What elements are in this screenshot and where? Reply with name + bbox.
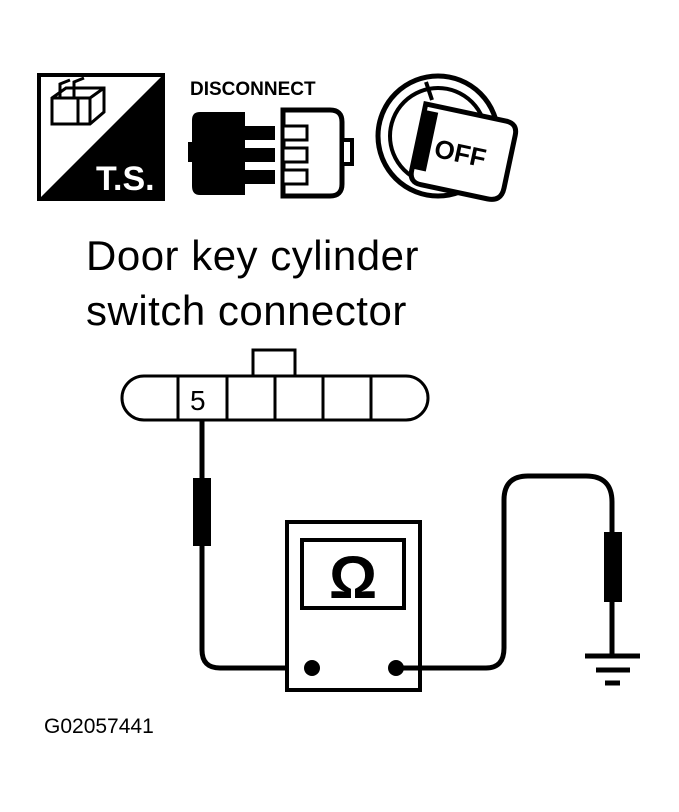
ground-icon — [585, 653, 640, 686]
connector-title-line-1: Door key cylinder — [86, 232, 419, 279]
disconnect-label: DISCONNECT — [190, 79, 316, 100]
left-test-lead — [193, 420, 312, 671]
test-symbol-icon: T.S. — [37, 73, 165, 201]
connector-glyph-icon — [50, 76, 106, 126]
right-test-lead — [396, 473, 622, 671]
figure-code: G02057441 — [44, 715, 154, 738]
pin-5-label: 5 — [190, 385, 206, 416]
disconnect-icon: DISCONNECT — [188, 79, 354, 199]
ignition-off-icon: OFF — [375, 73, 519, 202]
connector-face: 5 — [120, 348, 430, 422]
ohmmeter: Ω — [285, 520, 422, 692]
connector-title-line-2: switch connector — [86, 287, 407, 334]
test-symbol-label: T.S. — [96, 160, 155, 198]
meter-left-terminal — [304, 660, 320, 676]
ohm-symbol: Ω — [329, 544, 377, 611]
